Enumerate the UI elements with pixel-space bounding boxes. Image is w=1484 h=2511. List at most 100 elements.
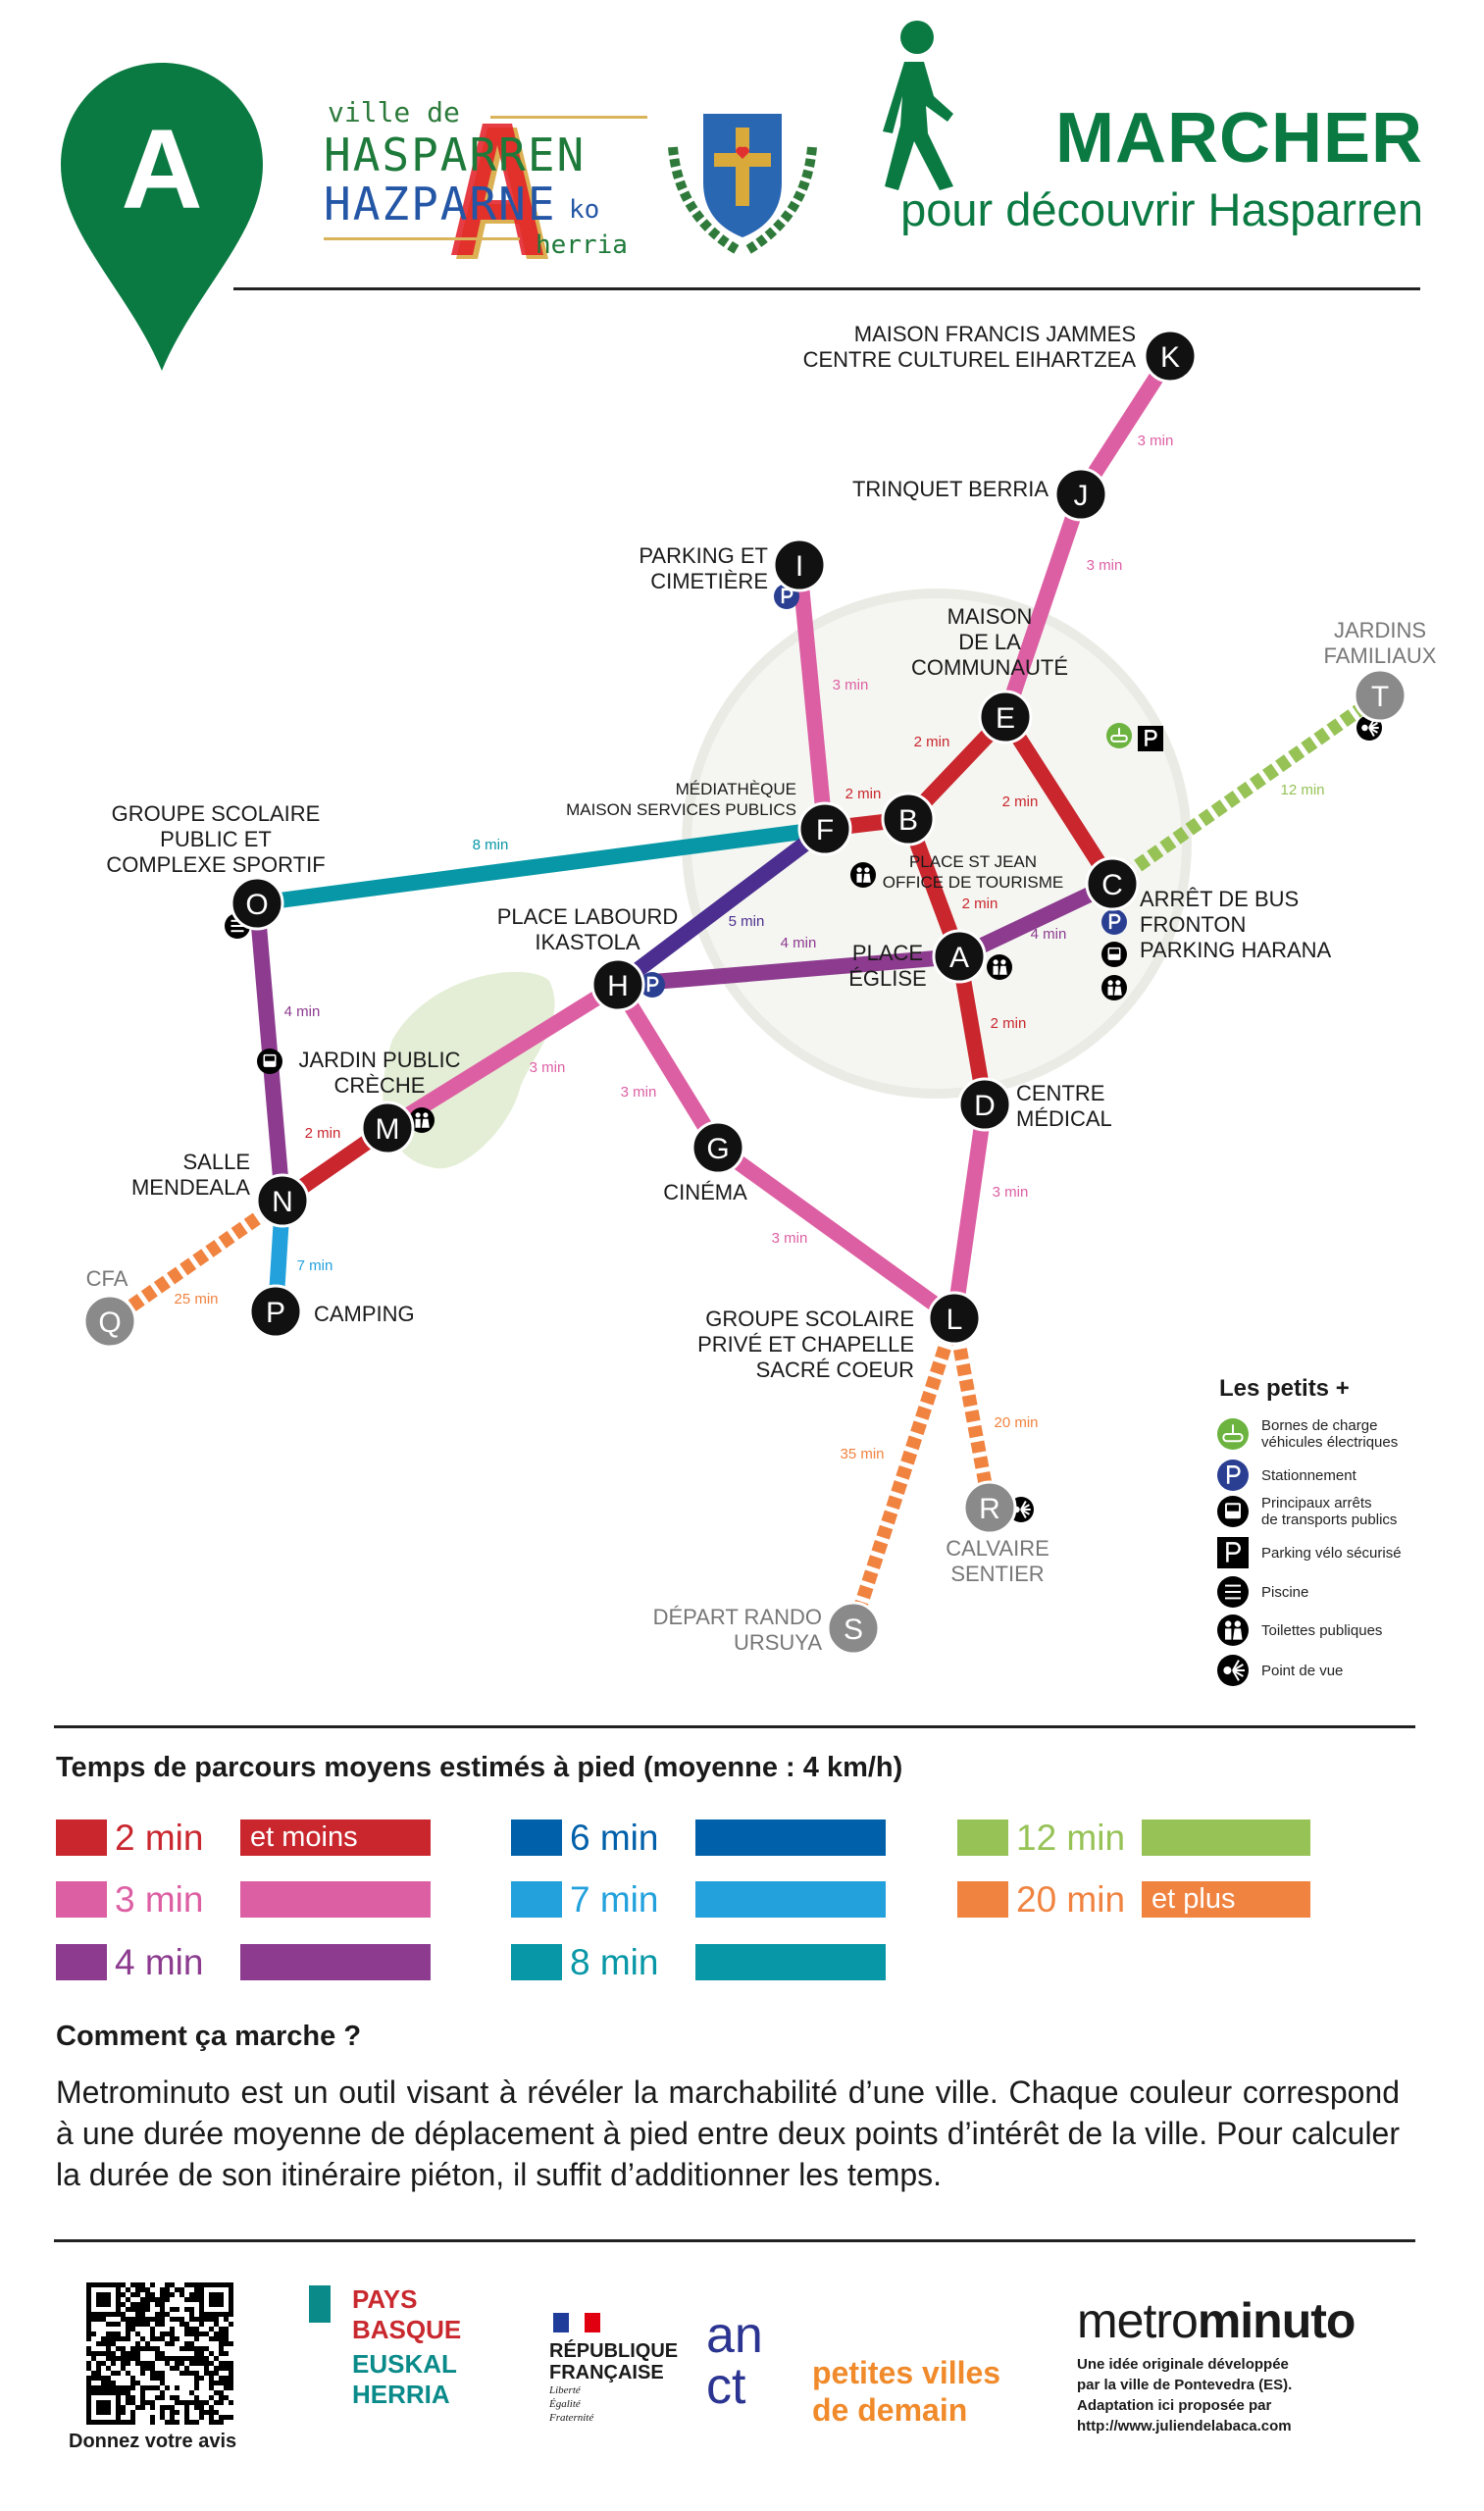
station-marker[interactable] — [82, 1294, 137, 1349]
legend-item-label: Parking vélo sécurisé — [1261, 1544, 1402, 1562]
station-M[interactable]: M — [360, 1101, 415, 1155]
city-logo-line: HAZPARNE — [324, 178, 557, 231]
station-marker[interactable] — [826, 1601, 881, 1656]
station-marker[interactable] — [978, 690, 1033, 744]
station-A[interactable]: A — [932, 929, 987, 984]
parking-icon — [1101, 909, 1127, 935]
station-marker[interactable] — [1143, 329, 1198, 384]
station-I[interactable]: I — [772, 538, 827, 592]
time-legend-item: 3 min — [56, 1879, 431, 1920]
times-legend-title: Temps de parcours moyens estimés à pied … — [56, 1752, 903, 1783]
ev-charging-icon — [1217, 1418, 1249, 1450]
station-marker[interactable] — [255, 1173, 310, 1228]
station-D[interactable]: D — [957, 1077, 1012, 1132]
station-marker[interactable] — [230, 876, 284, 931]
station-C[interactable]: C — [1085, 856, 1140, 911]
station-marker[interactable] — [881, 792, 936, 846]
station-R[interactable]: R — [962, 1480, 1017, 1535]
route-F-H — [613, 822, 830, 992]
station-marker[interactable] — [1353, 668, 1407, 723]
qr-code[interactable] — [86, 2282, 233, 2425]
station-P[interactable]: P — [248, 1284, 303, 1339]
legend-item-label: Toilettes publiques — [1261, 1621, 1383, 1639]
route-K-J — [1074, 351, 1177, 499]
station-letter: I — [795, 550, 803, 583]
route-time-label: 2 min — [991, 1015, 1027, 1032]
credit-line: http://www.juliendelabaca.com — [1077, 2418, 1292, 2434]
route-L-S — [846, 1315, 961, 1631]
route-time-label: 5 min — [729, 913, 765, 930]
station-letter: H — [607, 970, 629, 1002]
station-marker[interactable] — [248, 1284, 303, 1339]
bus-icon — [1217, 1496, 1249, 1527]
section-divider — [54, 1725, 1415, 1728]
pedestrian-icon — [883, 21, 953, 190]
route-G-L — [713, 1141, 959, 1325]
bike-parking-icon — [1217, 1537, 1249, 1568]
legend-item: Parking vélo sécurisé — [1216, 1536, 1402, 1569]
station-E[interactable]: E — [978, 690, 1033, 744]
logo-text: BASQUE — [352, 2315, 462, 2344]
station-B[interactable]: B — [881, 792, 936, 846]
station-letter: F — [816, 814, 834, 846]
logo-text: metro — [1077, 2293, 1199, 2348]
route-time-label: 3 min — [772, 1230, 808, 1247]
station-marker[interactable] — [1053, 467, 1108, 522]
station-O[interactable]: O — [230, 876, 284, 931]
station-marker[interactable] — [1085, 856, 1140, 911]
station-G[interactable]: G — [691, 1120, 745, 1175]
toilets-icon — [1217, 1614, 1249, 1646]
station-marker[interactable] — [590, 957, 645, 1012]
city-logo-suffix: ko — [569, 195, 600, 225]
station-marker[interactable] — [962, 1480, 1017, 1535]
route-H-M — [383, 978, 623, 1135]
station-N[interactable]: N — [255, 1173, 310, 1228]
station-marker[interactable] — [927, 1291, 982, 1346]
time-label: 20 min — [1016, 1878, 1126, 1920]
station-K[interactable]: K — [1143, 329, 1198, 384]
station-marker[interactable] — [772, 538, 827, 592]
station-marker[interactable] — [957, 1077, 1012, 1132]
logo-text: HERRIA — [352, 2380, 450, 2409]
station-S[interactable]: S — [826, 1601, 881, 1656]
station-Q[interactable]: Q — [82, 1294, 137, 1349]
route-time-label: 25 min — [174, 1291, 218, 1307]
time-bar: et plus — [1142, 1881, 1310, 1918]
station-letter: S — [844, 1614, 863, 1646]
station-L[interactable]: L — [927, 1291, 982, 1346]
route-L-R — [947, 1316, 997, 1510]
pin-letter: A — [121, 107, 202, 232]
station-J[interactable]: J — [1053, 467, 1108, 522]
station-marker[interactable] — [360, 1101, 415, 1155]
pool-icon — [1217, 1576, 1249, 1608]
ev-charging-icon — [1106, 723, 1132, 748]
station-marker[interactable] — [691, 1120, 745, 1175]
station-marker[interactable] — [797, 801, 852, 856]
parking-icon — [1217, 1460, 1249, 1491]
time-bar — [695, 1944, 886, 1980]
station-H[interactable]: H — [590, 957, 645, 1012]
time-legend-item: 7 min — [511, 1878, 886, 1920]
logo-text: PAYS — [352, 2284, 418, 2314]
route-H-G — [611, 980, 725, 1153]
petites-villes-de-demain-logo: an ct petites villes de demain — [706, 2310, 1020, 2428]
time-bar — [240, 1881, 431, 1918]
station-marker[interactable] — [932, 929, 987, 984]
route-C-T — [1107, 690, 1385, 890]
route-I-F — [792, 564, 833, 830]
how-it-works-text: Metrominuto est un outil visant à révéle… — [56, 2075, 1400, 2192]
station-T[interactable]: T — [1353, 668, 1407, 723]
time-label: 7 min — [570, 1878, 659, 1920]
logo-text: Liberté — [549, 2384, 581, 2396]
time-label: 4 min — [115, 1941, 204, 1982]
station-F[interactable]: F — [797, 801, 852, 856]
